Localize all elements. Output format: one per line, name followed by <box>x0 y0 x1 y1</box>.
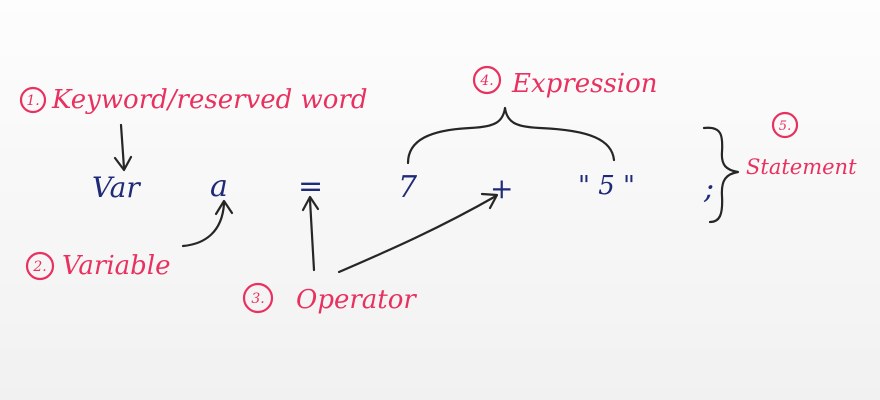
operator-arrow-plus <box>337 192 499 274</box>
variable-label: Variable <box>62 251 170 281</box>
keyword-label: Keyword/reserved word <box>51 85 367 115</box>
variable-arrow <box>181 199 234 248</box>
number-5: 5. <box>779 119 791 134</box>
statement-brace <box>702 126 740 224</box>
annotation-keyword: 1. Keyword/reserved word <box>19 85 367 115</box>
code-variable: a <box>210 169 228 204</box>
number-4: 4. <box>479 73 493 89</box>
code-terminator: ; <box>703 171 714 206</box>
annotation-operator: 3. Operator <box>242 282 417 315</box>
code-left-operand: 7 <box>398 170 418 205</box>
code-keyword: Var <box>92 171 141 204</box>
code-line: Var a = 7 + " 5 " ; <box>92 169 714 206</box>
number-circle-3 <box>242 282 274 314</box>
number-3: 3. <box>251 291 264 307</box>
number-1: 1. <box>26 93 39 109</box>
expression-label: Expression <box>511 69 658 99</box>
number-circle-4 <box>472 65 502 95</box>
expression-brace <box>406 106 616 165</box>
number-2: 2. <box>32 259 46 275</box>
annotation-variable: 2. Variable <box>25 251 170 281</box>
number-circle-5 <box>771 111 799 139</box>
code-right-operand: " 5 " <box>578 171 635 201</box>
number-circle-1 <box>19 86 47 114</box>
operator-arrow-assign <box>301 195 320 272</box>
annotation-expression: 4. Expression <box>472 65 658 99</box>
annotation-statement: 5. Statement <box>746 111 857 179</box>
operator-label: Operator <box>296 285 417 315</box>
keyword-arrow <box>113 123 133 172</box>
number-circle-2 <box>25 251 55 281</box>
statement-label: Statement <box>746 155 857 179</box>
